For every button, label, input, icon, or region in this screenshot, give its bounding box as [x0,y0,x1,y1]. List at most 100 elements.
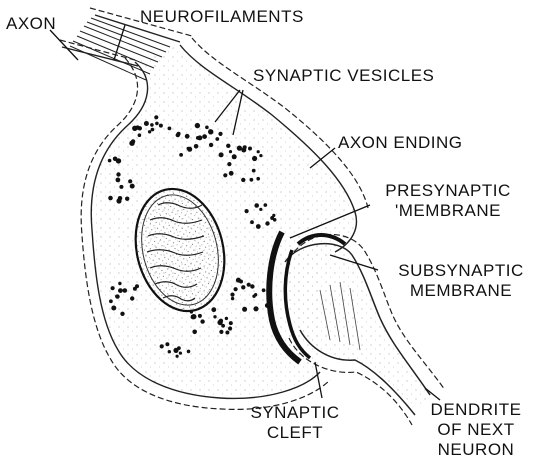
vesicle [173,348,178,353]
vesicle [225,317,228,320]
vesicle [194,144,199,149]
vesicle [179,352,182,355]
vesicle [229,150,232,153]
vesicle [270,216,274,220]
vesicle [241,178,245,182]
vesicle [120,312,124,316]
vesicle [236,278,241,283]
vesicle [176,355,179,358]
vesicle [111,306,116,311]
vesicle [242,307,247,312]
vesicle [254,293,257,296]
vesicle [226,144,230,148]
vesicle [129,141,134,146]
vesicle [168,126,172,130]
vesicle [196,136,200,140]
vesicle [135,125,139,129]
vesicle [211,307,216,312]
vesicle [253,306,258,311]
vesicle [192,330,197,335]
vesicle [229,321,233,325]
vesicle [225,331,229,335]
vesicle [259,208,262,211]
vesicle [247,283,251,287]
vesicle [130,184,135,189]
vesicle [111,286,115,290]
vesicle [176,133,180,137]
vesicle [119,185,123,189]
vesicle [252,156,257,161]
vesicle [148,130,151,133]
vesicle [144,121,149,126]
vesicle [254,203,259,208]
vesicle [165,342,169,346]
vesicle [205,126,209,130]
vesicle [151,128,155,132]
vesicle [116,198,121,203]
vesicle [219,319,223,323]
vesicle [109,299,113,303]
vesicle [219,330,223,334]
vesicle [125,197,129,201]
vesicle [116,172,120,176]
vesicle [259,154,262,157]
vesicle [168,350,171,353]
vesicle [179,153,183,157]
label-axon: AXON [6,14,56,34]
vesicle [215,137,219,141]
vesicle [250,178,254,182]
vesicle [160,344,164,348]
vesicle [250,284,254,288]
label-subsynaptic-membrane: SUBSYNAPTIC MEMBRANE [373,261,549,301]
vesicle [219,152,224,157]
vesicle [115,295,118,298]
vesicle [252,169,256,173]
vesicle [221,324,225,328]
vesicle [265,221,269,225]
label-synaptic-vesicles: SYNAPTIC VESICLES [253,66,434,86]
vesicle [231,297,234,300]
vesicle [154,115,158,119]
vesicle [257,150,260,153]
vesicle [227,162,231,166]
vesicle [195,123,200,128]
vesicle [241,285,245,289]
vesicle [200,319,204,323]
vesicle [248,147,252,151]
vesicle [232,154,237,159]
vesicle [116,158,121,163]
vesicle [187,147,192,152]
vesicle [135,284,139,288]
vesicle [202,134,207,139]
vesicle [223,173,227,177]
vesicle [190,310,193,313]
vesicle [108,159,112,163]
vesicle [191,314,196,319]
vesicle [128,179,132,183]
vesicle [264,203,268,207]
vesicle [130,296,134,300]
vesicle [187,350,191,354]
vesicle [234,287,238,291]
vesicle [208,129,213,134]
vesicle [150,123,154,127]
vesicle [159,124,163,128]
vesicle [230,293,234,297]
vesicle [118,288,123,293]
vesicle [209,143,213,147]
vesicle [237,146,242,151]
vesicle [198,314,202,318]
vesicle [228,326,232,330]
vesicle [256,177,260,181]
vesicle [108,196,113,201]
vesicle [116,178,121,183]
label-synaptic-cleft: SYNAPTIC CLEFT [240,403,350,443]
vesicle [245,209,249,213]
vesicle [218,132,222,136]
vesicle [243,146,247,150]
vesicle [123,288,128,293]
label-presynaptic-membrane: PRESYNAPTIC 'MEMBRANE [358,181,538,221]
vesicle [262,288,266,292]
vesicle [185,134,190,139]
label-neurofilaments: NEUROFILAMENTS [140,7,304,27]
